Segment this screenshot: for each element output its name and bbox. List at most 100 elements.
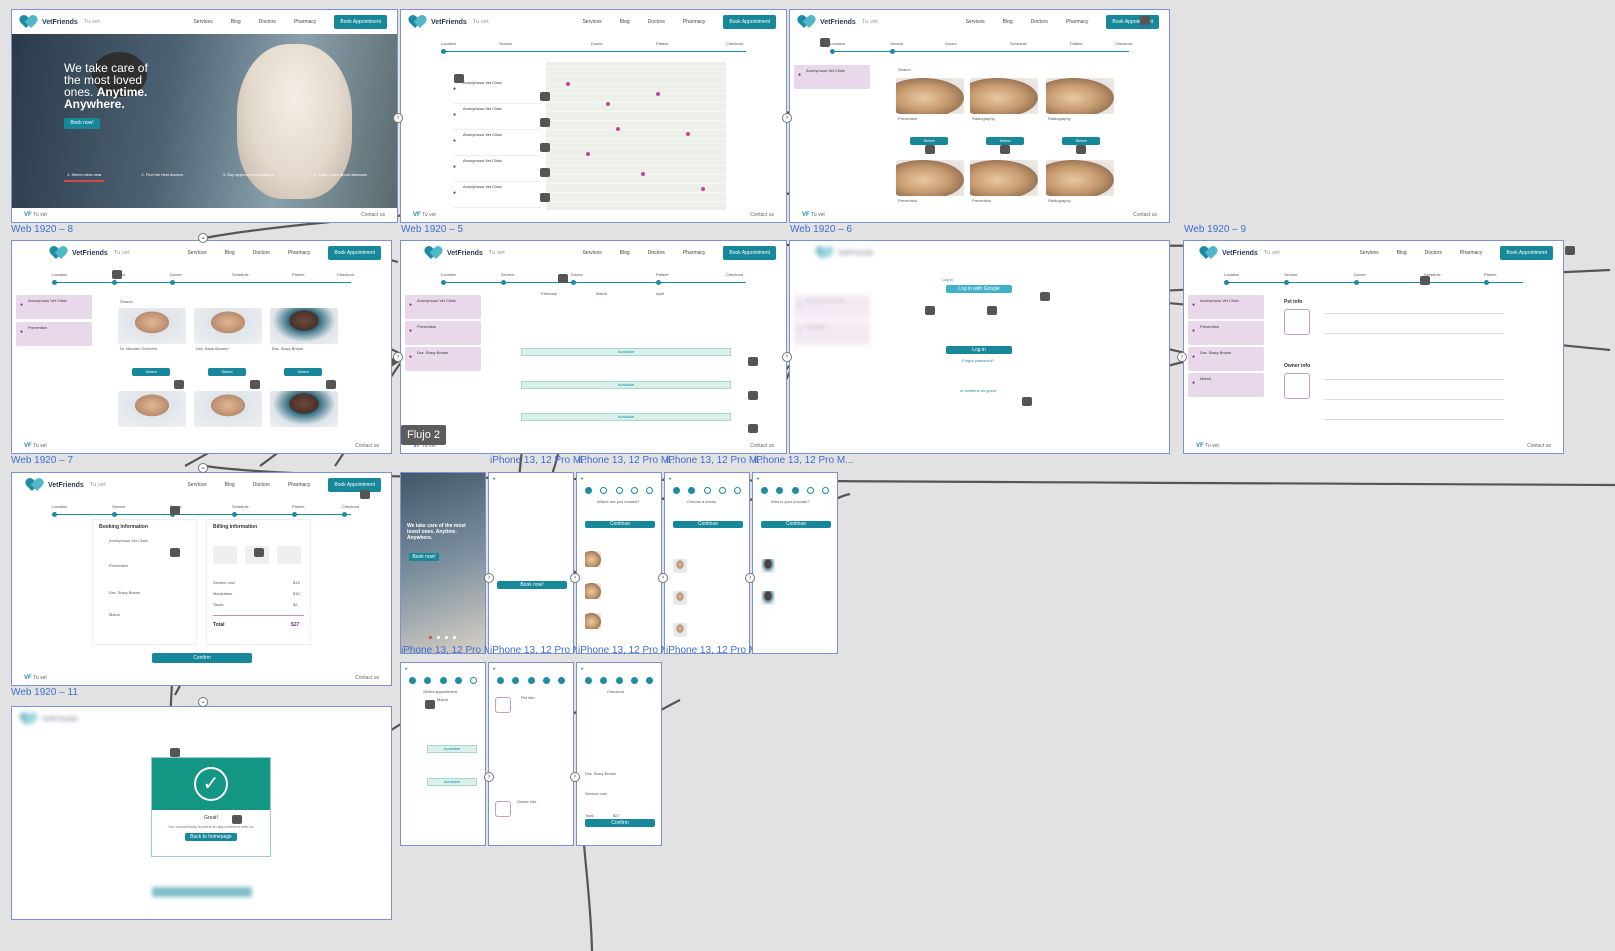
connection-handle[interactable] xyxy=(454,74,464,83)
nav-services[interactable]: Services xyxy=(1359,250,1379,256)
connection-handle[interactable] xyxy=(540,143,550,152)
connection-handle[interactable] xyxy=(1022,397,1032,406)
form-field[interactable] xyxy=(1324,419,1504,420)
contact-link[interactable]: Contact us xyxy=(1133,212,1157,218)
form-field[interactable] xyxy=(1324,333,1504,334)
month-label[interactable]: April xyxy=(656,291,665,296)
owner-photo-upload[interactable] xyxy=(1284,373,1310,399)
connection-handle[interactable] xyxy=(540,168,550,177)
pet-photo-upload[interactable] xyxy=(1284,309,1310,335)
connection-handle[interactable] xyxy=(1565,246,1575,255)
mobile-book-button[interactable]: Book now! xyxy=(497,581,567,589)
connection-handle[interactable] xyxy=(1140,16,1150,25)
nav-doctors[interactable]: Doctors xyxy=(647,250,665,256)
phone-search-clinic[interactable]: ♥ Where are you located? Continue xyxy=(576,472,662,654)
select-doctor-button[interactable]: Select xyxy=(132,368,170,376)
clinic-list-item[interactable]: Anonymous Vet Clinic xyxy=(453,132,541,156)
service-image[interactable] xyxy=(896,78,964,114)
flow-arrow-icon[interactable]: › xyxy=(745,573,755,583)
nav-blog[interactable]: Blog xyxy=(619,19,630,25)
select-doctor-button[interactable]: Select xyxy=(284,368,322,376)
select-service-button[interactable]: Select xyxy=(986,137,1024,145)
artboard-label[interactable]: iPhone 13, 12 Pro M... xyxy=(578,455,678,466)
book-now-button[interactable]: Book now! xyxy=(64,118,100,129)
book-appointment-button[interactable]: Book Appointment xyxy=(328,478,381,492)
connection-handle[interactable] xyxy=(170,748,180,757)
phone-checkout[interactable]: ♥ Checkout Dra. Stacy Brown Service cost… xyxy=(576,662,662,846)
artboard-label[interactable]: Web 1920 – 9 xyxy=(1184,224,1247,235)
select-service-button[interactable]: Select xyxy=(1062,137,1100,145)
doctor-photo[interactable] xyxy=(270,391,338,427)
flow-arrow-icon[interactable]: › xyxy=(658,573,668,583)
connection-handle[interactable] xyxy=(540,193,550,202)
connection-handle[interactable] xyxy=(1000,145,1010,154)
pet-photo-upload[interactable] xyxy=(495,697,511,713)
connection-handle[interactable] xyxy=(425,700,435,709)
month-label-active[interactable]: March xyxy=(596,291,608,296)
connection-handle[interactable] xyxy=(232,815,242,824)
doctor-photo[interactable] xyxy=(118,308,186,344)
search-input[interactable]: Search xyxy=(898,67,911,72)
form-field[interactable] xyxy=(1324,313,1504,314)
flow-arrow-icon[interactable]: ⌄ xyxy=(198,233,208,243)
connection-handle[interactable] xyxy=(1040,292,1050,301)
nav-blog[interactable]: Blog xyxy=(224,482,235,488)
flow-arrow-icon[interactable]: ⌄ xyxy=(198,463,208,473)
select-service-button[interactable]: Select xyxy=(910,137,948,145)
service-image[interactable] xyxy=(970,160,1038,196)
confirm-button[interactable]: Confirm xyxy=(152,653,252,663)
brand-logo[interactable]: VetFriends xyxy=(22,713,78,726)
select-doctor-button[interactable]: Select xyxy=(208,368,246,376)
map-pin-icon[interactable] xyxy=(606,102,610,106)
artboard-login[interactable]: VetFriends Anonymous Vet Clinic Preventi… xyxy=(789,240,1170,454)
flow-arrow-icon[interactable]: › xyxy=(570,772,580,782)
artboard-label[interactable]: iPhone 13, 12 Pro M... xyxy=(490,455,590,466)
mobile-month[interactable]: March xyxy=(437,697,449,702)
artboard-label[interactable]: iPhone 13, 12 Pro M... xyxy=(754,455,854,466)
clinic-map[interactable] xyxy=(546,62,726,210)
clinic-list-item[interactable]: Anonymous Vet Clinic xyxy=(453,184,541,208)
flow-arrow-icon[interactable]: › xyxy=(484,573,494,583)
nav-pharmacy[interactable]: Pharmacy xyxy=(287,250,311,256)
contact-link[interactable]: Contact us xyxy=(750,443,774,449)
time-slot[interactable]: Available xyxy=(521,381,731,389)
nav-pharmacy[interactable]: Pharmacy xyxy=(682,19,706,25)
connection-handle[interactable] xyxy=(540,118,550,127)
flow-arrow-icon[interactable]: › xyxy=(1177,352,1187,362)
clinic-list-item[interactable]: Anonymous Vet Clinic xyxy=(453,106,541,130)
contact-link[interactable]: Contact us xyxy=(355,675,379,681)
map-pin-icon[interactable] xyxy=(586,152,590,156)
mobile-continue-button[interactable]: Continue xyxy=(585,521,655,528)
connection-handle[interactable] xyxy=(540,92,550,101)
contact-link[interactable]: Contact us xyxy=(361,212,385,218)
clinic-thumb[interactable] xyxy=(585,583,601,599)
connection-handle[interactable] xyxy=(748,391,758,400)
artboard-label[interactable]: iPhone 13, 12 Pro M... xyxy=(578,645,678,656)
map-pin-icon[interactable] xyxy=(641,172,645,176)
mobile-continue-button[interactable]: Continue xyxy=(673,521,743,528)
nav-blog[interactable]: Blog xyxy=(1396,250,1407,256)
map-pin-icon[interactable] xyxy=(656,92,660,96)
connection-handle[interactable] xyxy=(326,380,336,389)
nav-pharmacy[interactable]: Pharmacy xyxy=(287,482,311,488)
flow-arrow-icon[interactable]: › xyxy=(782,352,792,362)
service-image[interactable] xyxy=(896,160,964,196)
clinic-thumb[interactable] xyxy=(585,551,601,567)
nav-services[interactable]: Services xyxy=(582,250,602,256)
doctor-photo[interactable] xyxy=(194,391,262,427)
connection-handle[interactable] xyxy=(558,274,568,283)
phone-provider[interactable]: ♥ Who is your provider? Continue xyxy=(752,472,838,654)
login-button[interactable]: Log in xyxy=(946,346,1012,354)
flow-arrow-icon[interactable]: › xyxy=(782,113,792,123)
nav-services[interactable]: Services xyxy=(187,482,207,488)
forgot-password-link[interactable]: Forgot password? xyxy=(962,358,995,363)
contact-link[interactable]: Contact us xyxy=(750,212,774,218)
phone-location[interactable]: ♥ Book now! xyxy=(488,472,574,654)
clinic-thumb[interactable] xyxy=(585,613,601,629)
flow-arrow-icon[interactable]: ⌄ xyxy=(198,697,208,707)
